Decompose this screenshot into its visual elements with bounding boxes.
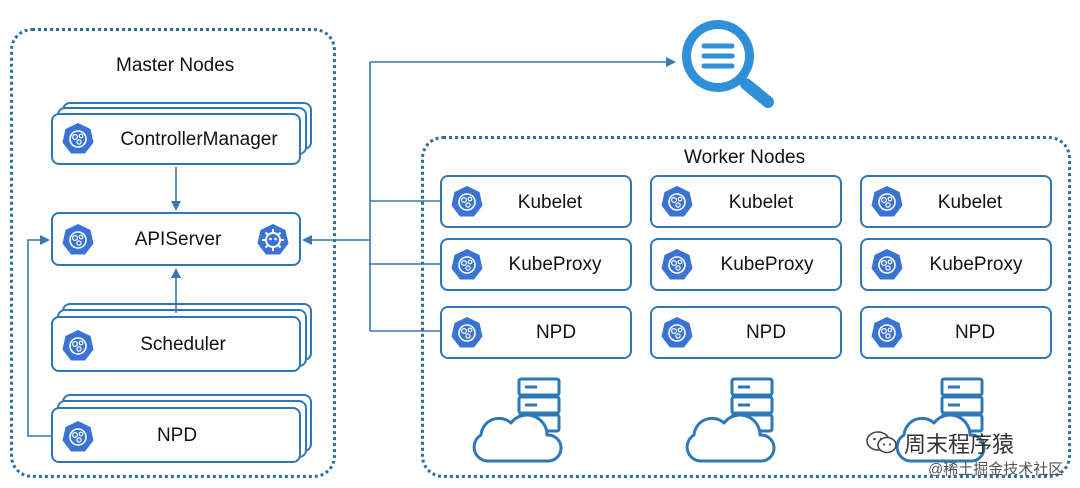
worker-3-kubeproxy-label: KubeProxy <box>929 254 1023 275</box>
watermark-title: 周末程序猿 <box>904 432 1015 457</box>
worker-3-kubelet-box <box>860 175 1052 228</box>
worker-1-kubelet-box <box>440 175 632 228</box>
master-nodes-group <box>10 28 336 478</box>
worker-2-npd-box <box>650 306 842 359</box>
api-server-box <box>51 212 301 266</box>
worker-3-kubeproxy-box <box>860 238 1052 291</box>
worker-1-npd-label: NPD <box>535 322 577 343</box>
controller-manager-box <box>51 113 301 165</box>
scheduler-box <box>51 316 301 372</box>
api-server-label: APIServer <box>134 229 222 250</box>
search-list-icon <box>682 20 774 108</box>
worker-1-kubeproxy-label: KubeProxy <box>508 254 602 275</box>
worker-3-npd-box <box>860 306 1052 359</box>
worker-nodes-title: Worker Nodes <box>684 147 806 168</box>
master-npd-label: NPD <box>156 425 198 446</box>
worker-1-npd-box <box>440 306 632 359</box>
master-npd-box <box>51 407 301 463</box>
worker-1-kubelet-label: Kubelet <box>517 192 583 213</box>
watermark-subtitle: @稀土掘金技术社区 <box>928 461 1064 478</box>
worker-nodes-group <box>421 136 1071 478</box>
worker-2-kubelet-box <box>650 175 842 228</box>
worker-1-kubeproxy-box <box>440 238 632 291</box>
scheduler-label: Scheduler <box>140 334 226 355</box>
worker-2-kubeproxy-box <box>650 238 842 291</box>
worker-3-npd-label: NPD <box>954 322 996 343</box>
controller-manager-label: ControllerManager <box>120 129 278 150</box>
worker-3-kubelet-label: Kubelet <box>937 192 1003 213</box>
worker-2-npd-label: NPD <box>745 322 787 343</box>
worker-2-kubelet-label: Kubelet <box>728 192 794 213</box>
wechat-icon <box>866 431 897 454</box>
worker-2-kubeproxy-label: KubeProxy <box>720 254 814 275</box>
master-nodes-title: Master Nodes <box>116 55 235 76</box>
